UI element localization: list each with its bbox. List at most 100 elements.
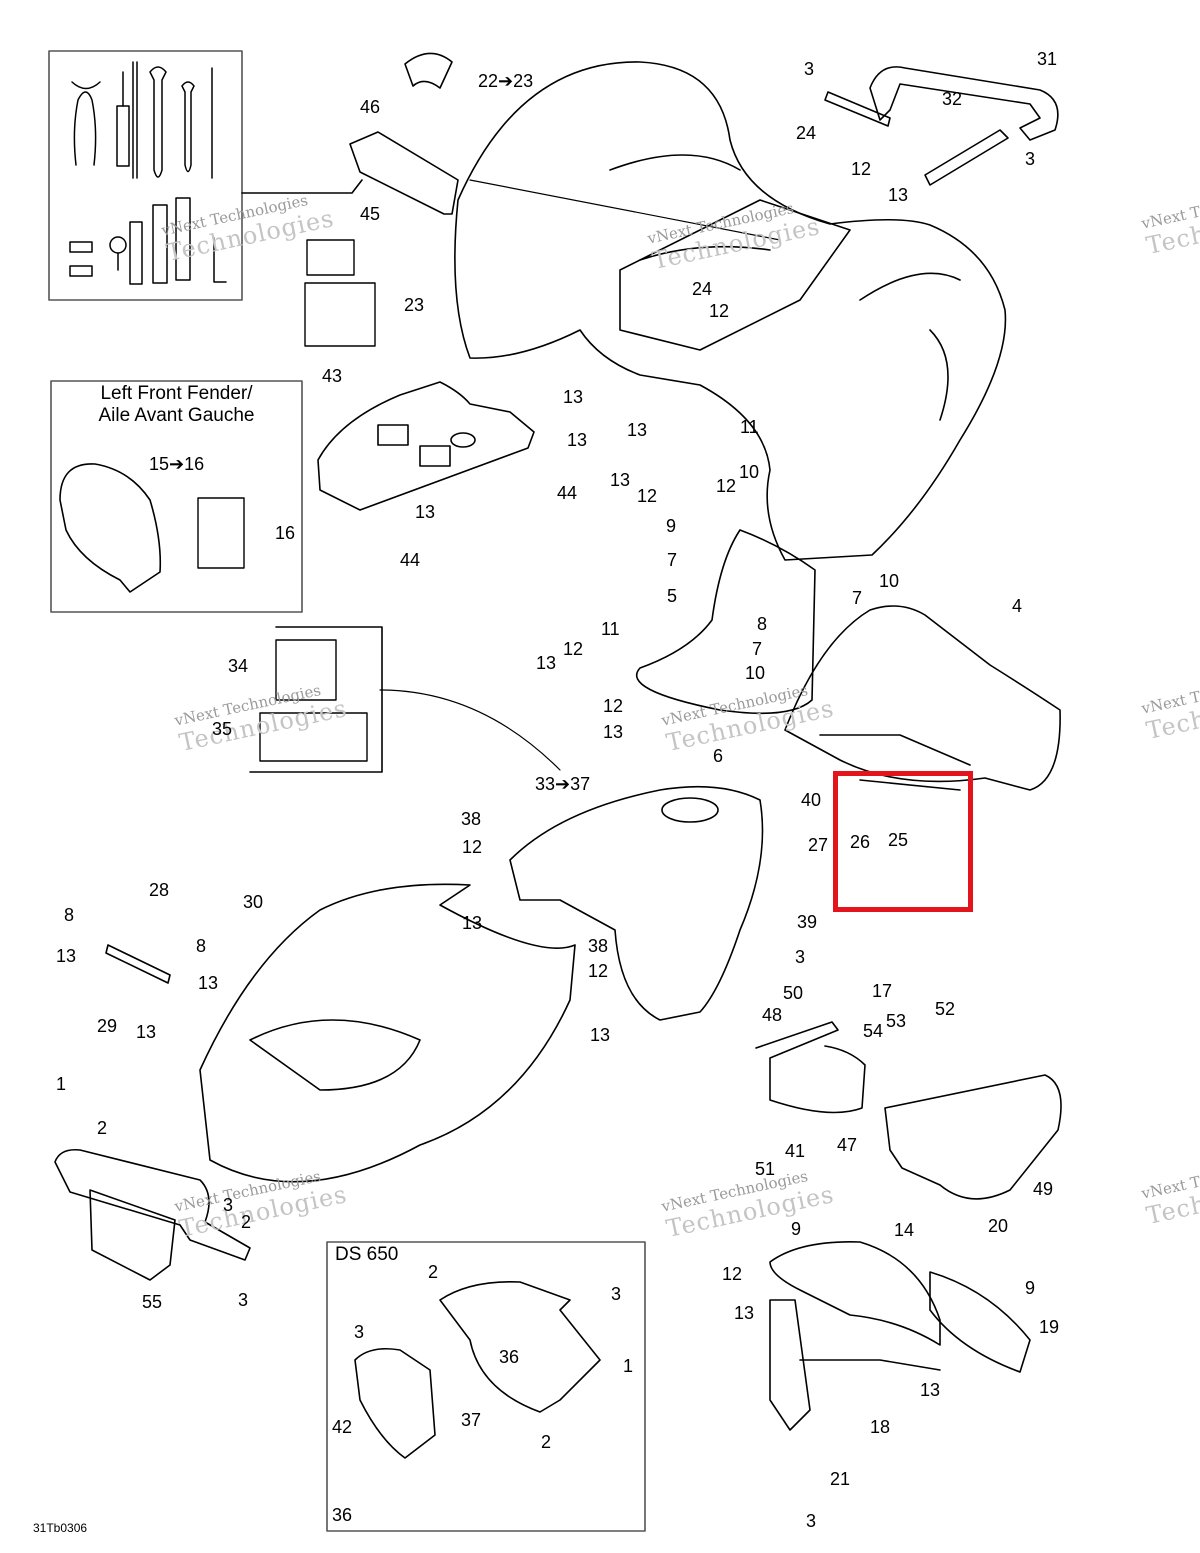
callout-label: 7 [667,550,678,570]
callout-label: 6 [713,746,724,766]
callout-label: 43 [322,366,343,386]
leader-to-45 [241,179,363,194]
ds650-bumper [439,1281,601,1413]
callout-label: 1 [56,1074,67,1094]
callout-label: 3 [1025,149,1036,169]
ds650-box [326,1241,646,1532]
callout-label: 35 [212,719,233,739]
callout-label: 13 [888,185,909,205]
callout-label: 13 [567,430,588,450]
callout-label: 36 [499,1347,520,1367]
seat-30 [199,883,576,1183]
cable-5 [635,529,816,715]
decal-23b [304,282,376,347]
callout-label: 8 [196,936,207,956]
callout-label: 55 [142,1292,163,1312]
callout-label: 3 [806,1511,817,1531]
ds650-skid-plate [354,1347,436,1459]
callout-label: 54 [863,1021,884,1041]
callout-label: 12 [716,476,737,496]
callout-label: 10 [739,462,760,482]
callout-label: 13 [462,913,483,933]
callout-label: 12 [563,639,584,659]
callout-label: 12 [603,696,624,716]
callout-label: 30 [243,892,264,912]
callout-label: 12 [722,1264,743,1284]
callout-label: 13 [603,722,624,742]
callout-label: 22➔23 [478,71,534,91]
callout-label: 12 [851,159,872,179]
callout-label: 13 [610,470,631,490]
callout-label: 38 [461,809,482,829]
rack-31 [869,66,1059,141]
callout-label: 12 [462,837,483,857]
callout-label: 13 [563,387,584,407]
decal-23a [306,239,355,276]
callout-label: 13 [536,653,557,673]
highlight-box [833,771,973,912]
callout-label: 36 [332,1505,353,1525]
callout-label: 47 [837,1135,858,1155]
callout-label: 28 [149,880,170,900]
fender-15 [59,463,162,593]
callout-label: 18 [870,1417,891,1437]
callout-label: 9 [1025,1278,1036,1298]
tool-kit-icon [69,61,227,285]
callout-label: 16 [275,523,296,543]
callout-label: 52 [935,999,956,1019]
callout-label: 2 [541,1432,552,1452]
callout-label: 13 [920,1380,941,1400]
callout-label: 12 [637,486,658,506]
ds650-box-title: DS 650 [335,1244,399,1265]
mudflap-19 [929,1271,1031,1373]
tag-46 [404,52,453,89]
callout-label: 13 [56,946,77,966]
callout-label: 39 [797,912,818,932]
callout-label: 3 [354,1322,365,1342]
callout-label: 3 [795,947,806,967]
callout-label: 44 [400,550,421,570]
callout-label: 7 [752,639,763,659]
callout-label: 25 [888,830,909,850]
callout-label: 41 [785,1141,806,1161]
callout-label: 11 [740,417,759,437]
callout-label: 49 [1033,1179,1054,1199]
callout-label: 29 [97,1016,118,1036]
decal-16 [197,497,245,569]
decal-box-34-35 [249,626,383,773]
callout-label: 7 [852,588,863,608]
callout-label: 5 [667,586,678,606]
callout-label: 2 [241,1212,252,1232]
callout-label: 3 [804,59,815,79]
callout-label: 31 [1037,49,1058,69]
bracket-48 [755,1021,866,1114]
pouch-45 [349,131,459,215]
diagram-code: 31Tb0306 [33,1521,88,1535]
rear-fender [454,61,1007,561]
callout-label: 48 [762,1005,783,1025]
callout-label: 13 [590,1025,611,1045]
rack-18 [769,1299,941,1431]
left-front-fender-box [50,380,303,613]
callout-label: 21 [830,1469,851,1489]
callout-label: 45 [360,204,381,224]
callout-label: 3 [611,1284,622,1304]
skid-plate-49 [884,1074,1062,1200]
front-fender-4 [784,605,1061,791]
callout-label: 2 [97,1118,108,1138]
callout-label: 13 [734,1303,755,1323]
fender-14 [769,1241,941,1346]
callout-label: 12 [588,961,609,981]
callout-label: 40 [801,790,822,810]
callout-label: 33➔37 [535,774,591,794]
callout-label: 1 [623,1356,634,1376]
callout-label: 19 [1039,1317,1060,1337]
callout-label: 51 [755,1159,776,1179]
callout-label: 34 [228,656,249,676]
callout-label: 11 [601,619,620,639]
callout-label: 12 [709,301,730,321]
left-fender-box-title-2: Aile Avant Gauche [98,405,255,426]
callout-label: 32 [942,89,963,109]
callout-label: 38 [588,936,609,956]
